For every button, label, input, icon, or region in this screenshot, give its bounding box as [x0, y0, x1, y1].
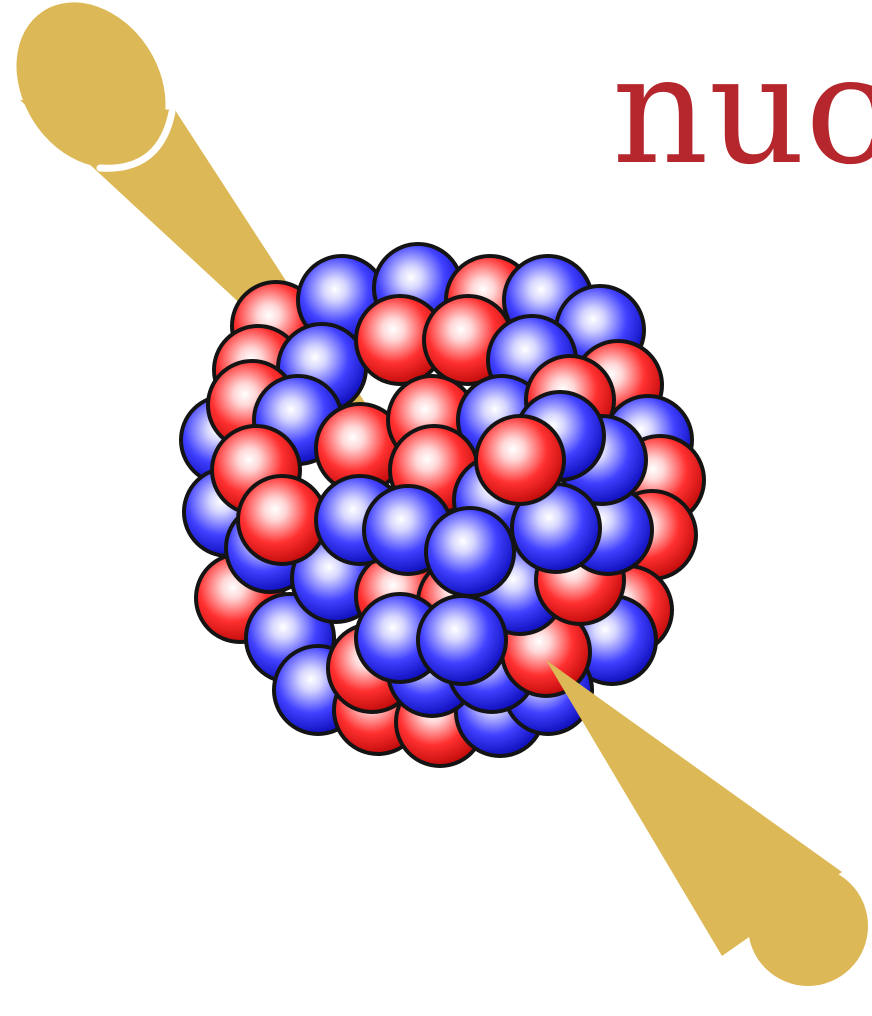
- title-text: nuc: [612, 24, 872, 198]
- proton-particle: [476, 416, 564, 504]
- proton-particle: [238, 476, 326, 564]
- neutron-particle: [426, 508, 514, 596]
- neutron-particle: [418, 596, 506, 684]
- outgoing-jet-icon: [546, 660, 868, 986]
- nucleus-icon: [181, 244, 704, 766]
